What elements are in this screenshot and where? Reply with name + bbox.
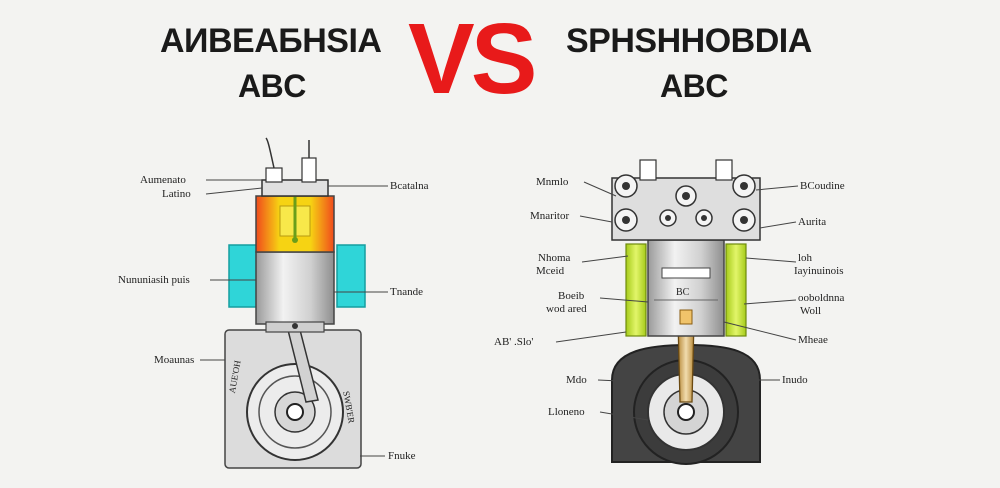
right-title: SPHSHHOBDIA (566, 22, 812, 60)
left-label-mid-right: Tnande (390, 286, 423, 298)
left-label-bottom-right: Fnuke (388, 450, 416, 462)
right-crank-hub (677, 403, 695, 421)
left-label-top-2: Latino (162, 188, 191, 200)
right-label-r6: Inudo (782, 374, 808, 386)
left-label-top-right: Bcatalna (390, 180, 429, 192)
right-label-l5: AB' .Slo' (494, 336, 534, 348)
right-shaft-text: BC (676, 287, 690, 298)
left-cylinder (255, 251, 335, 325)
left-engine (200, 137, 388, 469)
right-label-r2: Aurita (798, 216, 827, 228)
right-green-rail-right (725, 243, 747, 337)
left-subtitle: ABC (238, 68, 306, 104)
left-title: AИBEAБHSIA (160, 22, 382, 60)
left-label-low-left: Moaunas (154, 354, 195, 366)
left-crank-hub (286, 403, 304, 421)
left-cyan-block-left (228, 244, 258, 308)
right-label-l1: Mnmlo (536, 176, 569, 188)
right-label-r3a: loh (798, 252, 813, 264)
right-label-l4b: wod ared (546, 303, 587, 315)
right-green-rail-left (625, 243, 647, 337)
right-label-l6: Mdo (566, 374, 587, 386)
right-label-r5: Mheae (798, 334, 828, 346)
left-cyan-block-right (336, 244, 366, 308)
right-engine (555, 159, 799, 465)
right-label-l2: Mnaritor (530, 210, 570, 222)
right-label-r1: BCoudine (800, 180, 845, 192)
right-label-l3b: Mceid (536, 265, 565, 277)
left-label-top-1: Aumenato (140, 174, 186, 186)
left-label-mid-left: Nununiasih puis (118, 274, 190, 286)
right-subtitle: ABC (660, 68, 728, 104)
right-label-l7: Lloneno (548, 406, 585, 418)
right-label-r3b: Iayinuinois (794, 265, 844, 277)
right-label-l3a: Nhoma (538, 252, 571, 264)
right-label-l4a: Boeib (558, 290, 585, 302)
vs-label: VS (408, 3, 537, 115)
right-label-r4b: Woll (800, 305, 822, 317)
right-label-r4a: ooboldnna (798, 292, 845, 304)
